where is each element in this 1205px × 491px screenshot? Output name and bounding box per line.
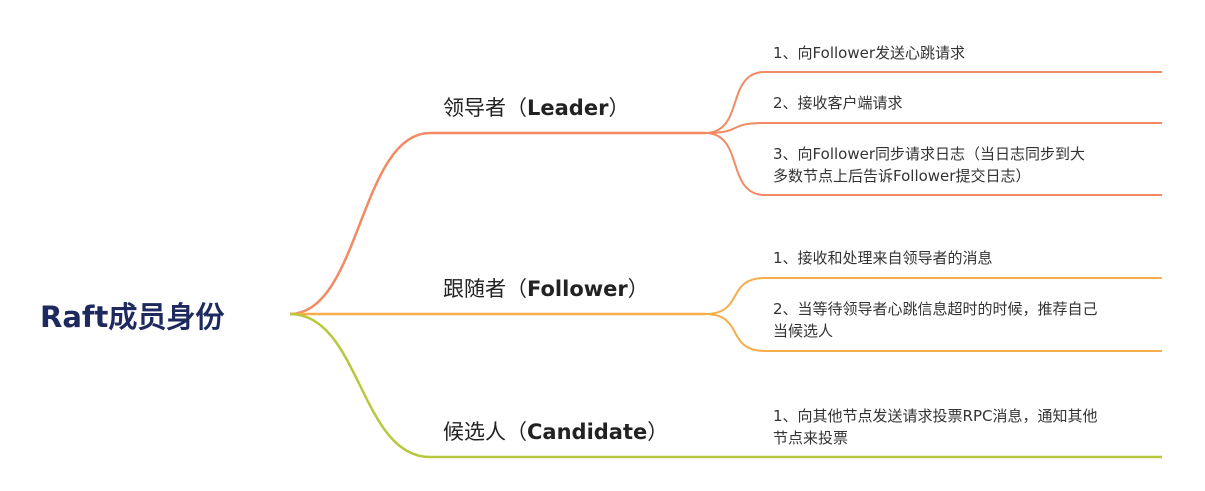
root-node: Raft成员身份 [40,300,225,334]
connector-leader-leaf-2 [704,122,1162,134]
leader-leaf-1: 1、向Follower发送心跳请求 [773,42,1163,64]
follower-leaf-1: 1、接收和处理来自领导者的消息 [773,247,1163,269]
leaf-line: 2、接收客户端请求 [773,94,903,112]
branch-follower-cn: 跟随者 [443,277,506,301]
leaf-line: 3、向Follower同步请求日志（当日志同步到大 [773,145,1085,163]
branch-candidate: 候选人（Candidate） [443,416,668,446]
leader-leaf-2: 2、接收客户端请求 [773,92,1163,114]
connector-leader-leaf-3 [704,132,1162,196]
branch-follower-close: ） [627,277,649,301]
branch-candidate-open: （ [506,420,527,444]
branch-candidate-close: ） [647,420,669,444]
connector-follower-leaf-2 [704,313,1162,352]
follower-leaf-2: 2、当等待领导者心跳信息超时的时候，推荐自己 当候选人 [773,298,1163,342]
leaf-line: 节点来投票 [773,429,849,447]
connector-root-candidate [289,312,1162,459]
connector-follower-leaf-1 [704,277,1162,315]
branch-leader-open: （ [506,96,527,120]
branch-candidate-cn: 候选人 [443,420,506,444]
leaf-line: 多数节点上后告诉Follower提交日志） [773,167,1031,185]
branch-leader-close: ） [608,96,630,120]
leaf-line: 当候选人 [773,322,834,340]
connector-leader-leaf-1 [704,71,1162,134]
branch-candidate-en: Candidate [527,420,648,444]
connector-root-leader [289,131,705,316]
branch-follower-en: Follower [527,277,628,301]
branch-follower-open: （ [506,277,527,301]
leaf-line: 1、接收和处理来自领导者的消息 [773,249,993,267]
leaf-line: 2、当等待领导者心跳信息超时的时候，推荐自己 [773,300,1098,318]
candidate-leaf-1: 1、向其他节点发送请求投票RPC消息，通知其他 节点来投票 [773,405,1163,449]
branch-leader: 领导者（Leader） [443,92,629,122]
branch-leader-cn: 领导者 [443,96,506,120]
branch-leader-en: Leader [527,96,609,120]
leaf-line: 1、向Follower发送心跳请求 [773,44,965,62]
leaf-line: 1、向其他节点发送请求投票RPC消息，通知其他 [773,407,1098,425]
branch-follower: 跟随者（Follower） [443,273,649,303]
leader-leaf-3: 3、向Follower同步请求日志（当日志同步到大 多数节点上后告诉Follow… [773,143,1163,187]
